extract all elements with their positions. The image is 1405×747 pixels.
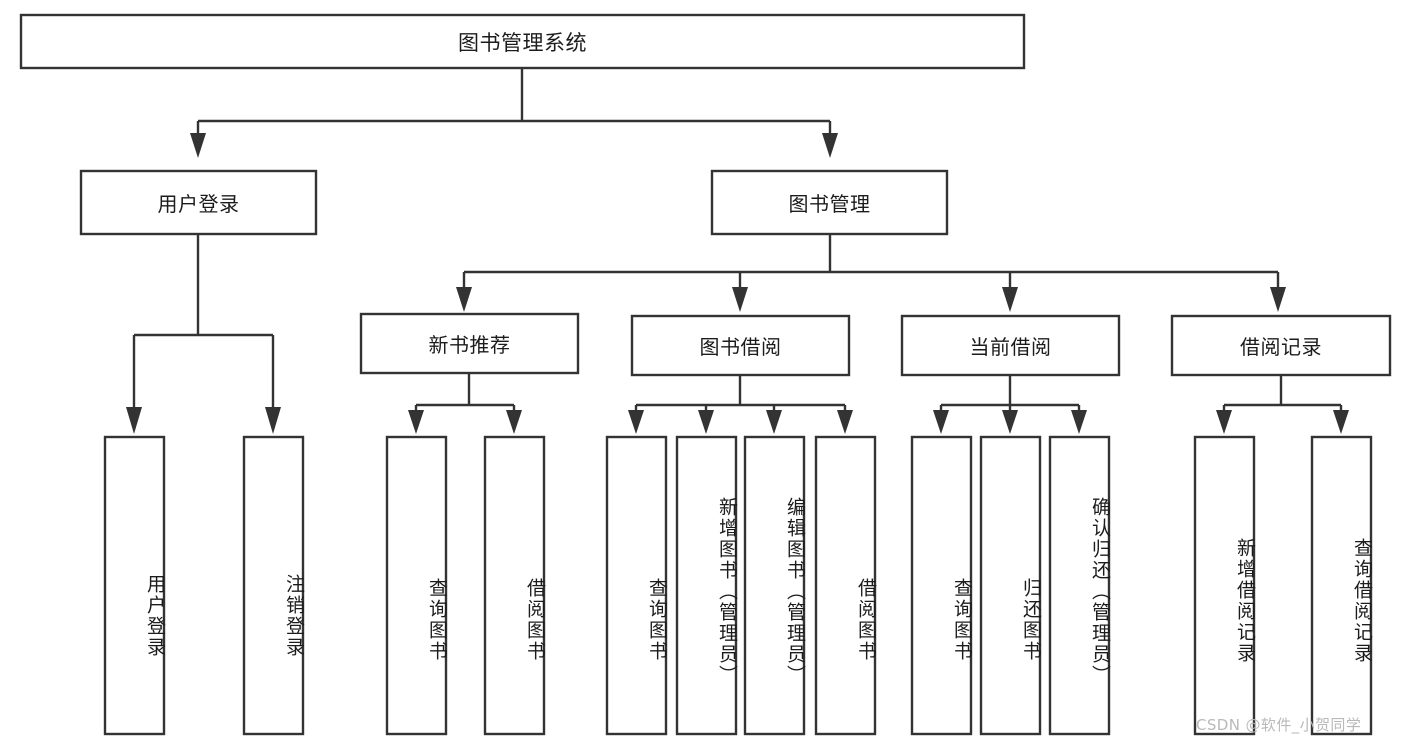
node-box-leaf-confirm-return[interactable]	[1048, 435, 1111, 736]
node-box-leaf-query-book-3[interactable]	[910, 435, 973, 736]
node-box-leaf-query-book-2[interactable]	[605, 435, 668, 736]
node-box-leaf-query-book-1[interactable]	[385, 435, 448, 736]
node-box-user-login[interactable]	[79, 169, 318, 236]
connector-group-user-login	[126, 234, 281, 434]
arrow-head-book-borrow	[732, 287, 748, 312]
arrow-head-leaf-borrow-book-1	[506, 410, 522, 434]
node-box-leaf-edit-book[interactable]	[743, 435, 806, 736]
connector-group-current-borrow	[933, 375, 1087, 434]
arrow-head-current-borrow	[1002, 287, 1018, 312]
arrow-head-leaf-confirm-return	[1071, 410, 1087, 434]
connector-group-book-manage	[456, 234, 1286, 312]
node-box-leaf-add-book[interactable]	[675, 435, 738, 736]
connector-group-book-borrow	[628, 375, 853, 434]
node-box-book-manage[interactable]	[710, 169, 949, 236]
node-box-leaf-user-login[interactable]	[103, 435, 166, 736]
node-box-leaf-logout[interactable]	[242, 435, 305, 736]
connector-group-new-book-rec	[408, 373, 522, 434]
arrow-head-book-manage	[822, 133, 838, 158]
node-box-leaf-add-record[interactable]	[1193, 435, 1256, 736]
node-box-book-borrow[interactable]	[630, 314, 851, 377]
arrow-head-leaf-borrow-book-2	[837, 410, 853, 434]
node-box-current-borrow[interactable]	[900, 314, 1121, 377]
node-box-leaf-return-book[interactable]	[979, 435, 1042, 736]
arrow-head-leaf-query-book-2	[628, 410, 644, 434]
arrow-head-leaf-add-record	[1216, 410, 1232, 434]
arrow-head-leaf-logout	[265, 407, 281, 434]
node-box-leaf-borrow-book-1[interactable]	[483, 435, 546, 736]
node-box-leaf-borrow-book-2[interactable]	[814, 435, 877, 736]
node-box-leaf-query-record[interactable]	[1310, 435, 1373, 736]
arrow-head-user-login	[190, 133, 206, 158]
arrow-head-leaf-query-book-3	[933, 410, 949, 434]
node-box-new-book-rec[interactable]	[359, 312, 580, 375]
arrow-head-leaf-edit-book	[766, 410, 782, 434]
arrow-head-leaf-query-record	[1333, 410, 1349, 434]
csdn-watermark: CSDN @软件_小贺同学	[1196, 716, 1362, 734]
arrow-head-new-book-rec	[456, 287, 472, 312]
arrow-head-leaf-add-book	[698, 410, 714, 434]
connector-group-borrow-record	[1216, 375, 1349, 434]
node-box-root[interactable]	[19, 13, 1026, 70]
arrow-head-leaf-return-book	[1002, 410, 1018, 434]
connector-group-root	[190, 68, 838, 158]
node-box-borrow-record[interactable]	[1170, 314, 1392, 377]
arrow-head-borrow-record	[1270, 287, 1286, 312]
arrow-head-leaf-user-login	[126, 407, 142, 434]
arrow-head-leaf-query-book-1	[408, 410, 424, 434]
